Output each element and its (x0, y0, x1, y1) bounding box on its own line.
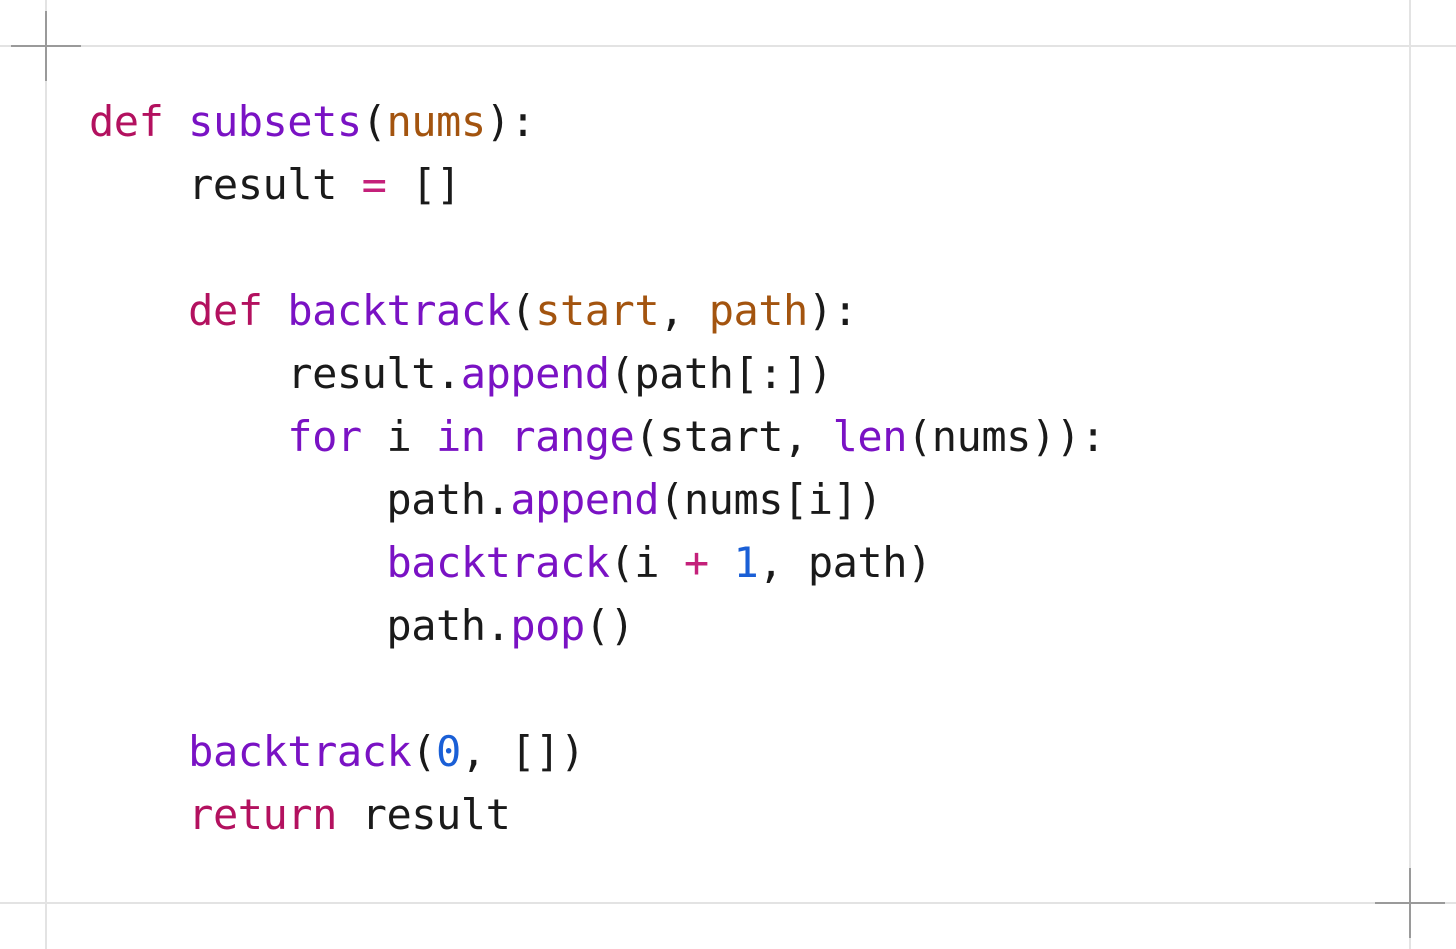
code-token: for (287, 412, 362, 461)
code-token: = (361, 160, 387, 209)
code-token: , path) (758, 538, 932, 587)
code-token: nums (386, 97, 486, 146)
code-token: (start, (634, 412, 833, 461)
code-token: (nums[i]) (659, 475, 883, 524)
code-token: 0 (436, 727, 461, 776)
code-line (89, 657, 1105, 720)
code-line: def backtrack(start, path): (89, 279, 1105, 342)
code-token (89, 790, 188, 839)
code-token: , (659, 286, 709, 335)
code-line: for i in range(start, len(nums)): (89, 405, 1105, 468)
code-token: def (188, 286, 263, 335)
code-token: backtrack (188, 727, 412, 776)
code-token: ): (807, 286, 858, 335)
code-token: i (361, 412, 437, 461)
code-line: path.append(nums[i]) (89, 468, 1105, 531)
code-token: pop (510, 601, 585, 650)
code-token: path (708, 286, 809, 335)
code-token: (nums)): (906, 412, 1106, 461)
code-token: , []) (460, 727, 585, 776)
code-block: def subsets(nums): result = [] def backt… (89, 90, 1106, 846)
code-token (486, 412, 511, 461)
code-token: path. (89, 601, 511, 650)
code-token: ( (411, 727, 437, 776)
code-token: 1 (733, 538, 759, 587)
code-token (263, 286, 288, 335)
code-token: append (510, 475, 660, 524)
code-token: in (436, 412, 486, 461)
code-token (89, 538, 386, 587)
guide-line-top (0, 45, 1456, 47)
code-line: return result (89, 783, 1105, 846)
code-token (709, 538, 734, 587)
code-token: subsets (188, 97, 362, 146)
code-token: backtrack (287, 286, 511, 335)
code-token: ( (361, 97, 387, 146)
code-token: backtrack (386, 538, 610, 587)
code-token (163, 97, 188, 146)
code-token: + (683, 538, 709, 587)
code-token: ( (510, 286, 536, 335)
code-token (89, 727, 188, 776)
code-token: (path[:]) (609, 349, 834, 398)
guide-line-right (1409, 0, 1411, 949)
guide-line-left (45, 0, 47, 949)
code-token: result (336, 790, 511, 839)
code-token: ): (485, 97, 536, 146)
code-line: backtrack(0, []) (89, 720, 1105, 783)
code-token: range (510, 412, 635, 461)
code-token: path. (89, 475, 511, 524)
crosshair-bottom-right-icon (1375, 868, 1445, 938)
code-line: result = [] (89, 153, 1105, 216)
code-line: backtrack(i + 1, path) (89, 531, 1105, 594)
code-token: start (535, 286, 660, 335)
code-token (89, 286, 188, 335)
code-token: (i (609, 538, 684, 587)
crosshair-top-left-icon (11, 11, 81, 81)
code-token: return (188, 790, 337, 839)
code-token: () (584, 601, 635, 650)
code-token (89, 412, 287, 461)
code-token: result. (89, 349, 461, 398)
code-line: def subsets(nums): (89, 90, 1105, 153)
code-token: def (89, 97, 164, 146)
guide-line-bottom (0, 902, 1456, 904)
code-line: path.pop() (89, 594, 1105, 657)
code-line (89, 216, 1105, 279)
code-token: len (832, 412, 908, 461)
code-line: result.append(path[:]) (89, 342, 1105, 405)
code-token: result (89, 160, 362, 209)
code-token: [] (386, 160, 461, 209)
code-token: append (460, 349, 610, 398)
